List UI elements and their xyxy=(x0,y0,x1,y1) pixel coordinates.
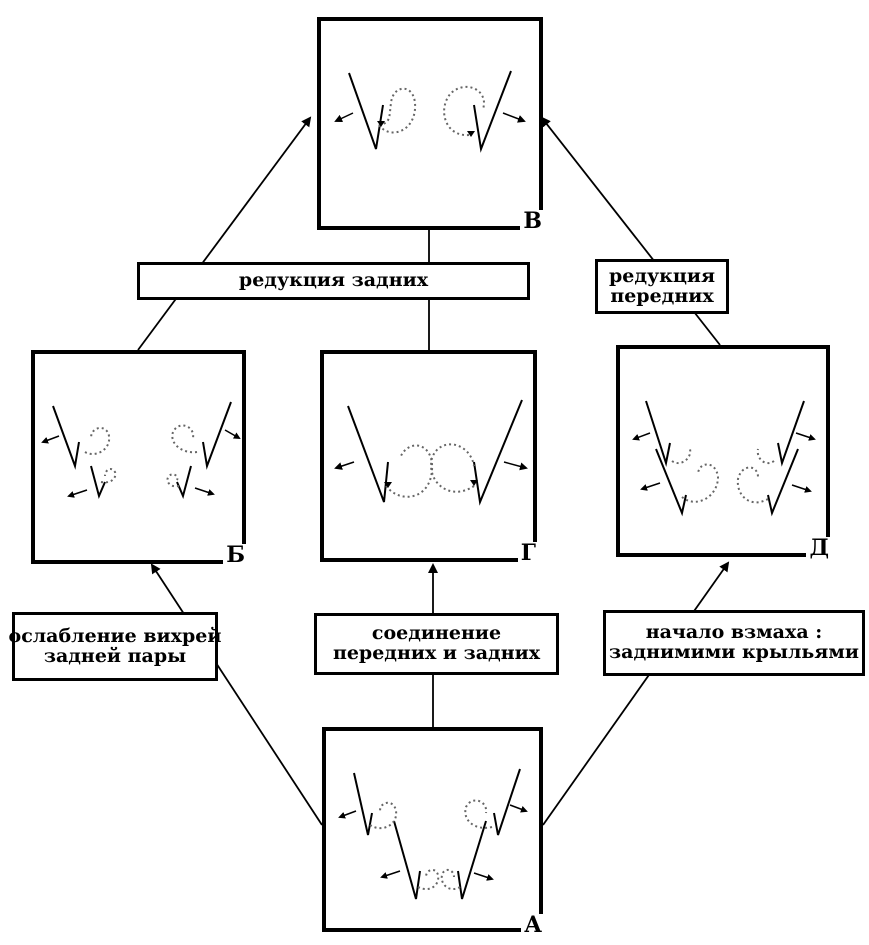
panel-g: Г xyxy=(320,350,539,564)
vortex-diagram-b xyxy=(41,401,241,500)
panel-d: Д xyxy=(616,345,832,559)
label-reduction-fore-line2: передних xyxy=(610,284,714,307)
vortex-diagram-a xyxy=(338,768,528,900)
label-weakening: ослабление вихрей задней пары xyxy=(9,612,221,681)
label-start-stroke-line2: заднимими крыльями xyxy=(609,641,859,663)
label-reduction-hind: редукция задних xyxy=(137,262,530,300)
panel-a: А xyxy=(322,727,545,936)
vortex-diagram-d xyxy=(632,400,816,517)
panel-b-label: Б xyxy=(223,544,248,566)
panel-d-label: Д xyxy=(806,537,832,559)
label-reduction-fore-line1: редукция xyxy=(608,264,716,287)
label-start-stroke-line1: начало взмаха : xyxy=(645,621,823,644)
panel-b: Б xyxy=(31,350,248,566)
label-start-stroke: начало взмаха : заднимими крыльями xyxy=(603,610,865,676)
arrow-A-to-B xyxy=(150,563,323,826)
label-connection-line1: соединение xyxy=(371,622,502,645)
label-reduction-hind-text: редукция задних xyxy=(238,269,429,292)
label-connection: соединение передних и задних xyxy=(314,613,559,675)
arrow-B-to-V xyxy=(137,116,312,351)
vortex-diagram-v xyxy=(334,70,526,153)
arrow-A-to-D xyxy=(542,561,730,826)
label-weakening-line1: ослабление вихрей xyxy=(8,624,222,647)
panel-v: В xyxy=(317,17,545,232)
label-connection-line2: передних и задних xyxy=(332,642,541,664)
panel-g-label: Г xyxy=(517,542,539,564)
label-weakening-line2: задней пары xyxy=(43,644,187,667)
label-reduction-fore: редукция передних xyxy=(595,259,729,314)
panel-v-label: В xyxy=(520,210,545,232)
vortex-diagram-g xyxy=(334,399,528,506)
panel-a-label: А xyxy=(521,914,545,936)
